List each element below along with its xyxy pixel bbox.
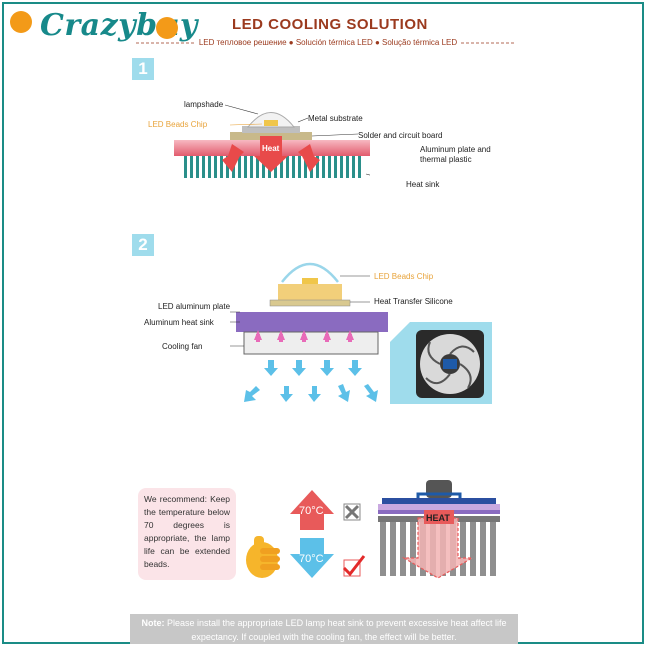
fin [220,156,223,178]
fin [322,156,325,178]
recommendation-box: We recommend: Keep the temperature below… [138,488,236,580]
fin [250,156,253,178]
fin [238,156,241,178]
temp-high-label: 70°C [299,505,324,517]
label-heat-transfer: Heat Transfer Silicone [374,297,453,306]
thumbs-up-icon [246,536,280,578]
fin [190,156,193,178]
fin [208,156,211,178]
label-aluminum-plate-1: Aluminum plate and [420,145,491,154]
temp-low-label: 70°C [299,553,324,565]
heat-arrow-right [298,144,320,172]
orange-dot-left [10,11,32,33]
page-title: LED COOLING SOLUTION [232,16,428,33]
fin [358,156,361,178]
cooling-fan-housing [243,331,379,355]
fin [214,156,217,178]
section-2-number: 2 [132,234,154,256]
label-aluminum-heat-sink: Aluminum heat sink [144,318,214,327]
led-chip [264,120,278,126]
led-diagram-1: Heat [174,104,370,178]
fin [304,156,307,178]
fin [184,156,187,178]
fin [280,156,283,178]
chip-base [278,284,342,300]
cool-arrow-down [290,538,334,578]
fin [316,156,319,178]
fin [226,156,229,178]
heat-arrow-left [222,144,244,172]
fin [286,156,289,178]
fin [256,156,259,178]
fin [202,156,205,178]
fin [328,156,331,178]
orange-dot-right [156,17,178,39]
label-aluminum-plate-2: thermal plastic [420,155,472,164]
cool-air-arrows [244,360,378,402]
led-diagram-2 [230,262,388,355]
fin [352,156,355,178]
fin [334,156,337,178]
hot-arrow-up [290,490,334,530]
fin [262,156,265,178]
heat-arrow-down [254,136,288,172]
fan-inset [390,322,492,404]
fin [196,156,199,178]
temperature-comparison: 70°C 70°C [246,490,366,578]
fin [346,156,349,178]
subtitle-text: LED тепловое решение ● Solución térmica … [194,38,462,47]
led-chip-2 [302,278,318,284]
lens-dome [281,262,339,283]
section-1-number: 1 [132,58,154,80]
heat-arrows-pink [254,330,354,342]
label-cooling-fan: Cooling fan [162,342,203,351]
note-text: Please install the appropriate LED lamp … [164,618,507,642]
heat-flow-arrow [401,517,475,579]
note-label: Note: [141,618,165,628]
aluminum-heat-sink [236,312,388,332]
label-lampshade: lampshade [184,100,224,109]
note-banner: Note: Please install the appropriate LED… [130,614,518,644]
heat-label-3: HEAT [426,513,450,523]
fin [340,156,343,178]
label-heat-sink: Heat sink [406,180,440,189]
fin [244,156,247,178]
fin [292,156,295,178]
label-solder-board: Solder and circuit board [358,131,443,140]
label-led-aluminum-plate: LED aluminum plate [158,302,231,311]
check-icon [342,555,366,577]
cross-icon [343,503,361,521]
label-led-beads-chip-2: LED Beads Chip [374,272,434,281]
heat-sink-diagram: HEAT [378,480,500,579]
led-aluminum-plate [269,299,351,307]
label-led-beads-chip-1: LED Beads Chip [148,120,208,129]
label-metal-substrate: Metal substrate [308,114,363,123]
lampshade-dome [246,112,296,128]
metal-substrate [242,126,300,133]
heat-label: Heat [262,144,280,153]
fin [298,156,301,178]
page-subtitle: LED тепловое решение ● Solución térmica … [138,38,518,47]
